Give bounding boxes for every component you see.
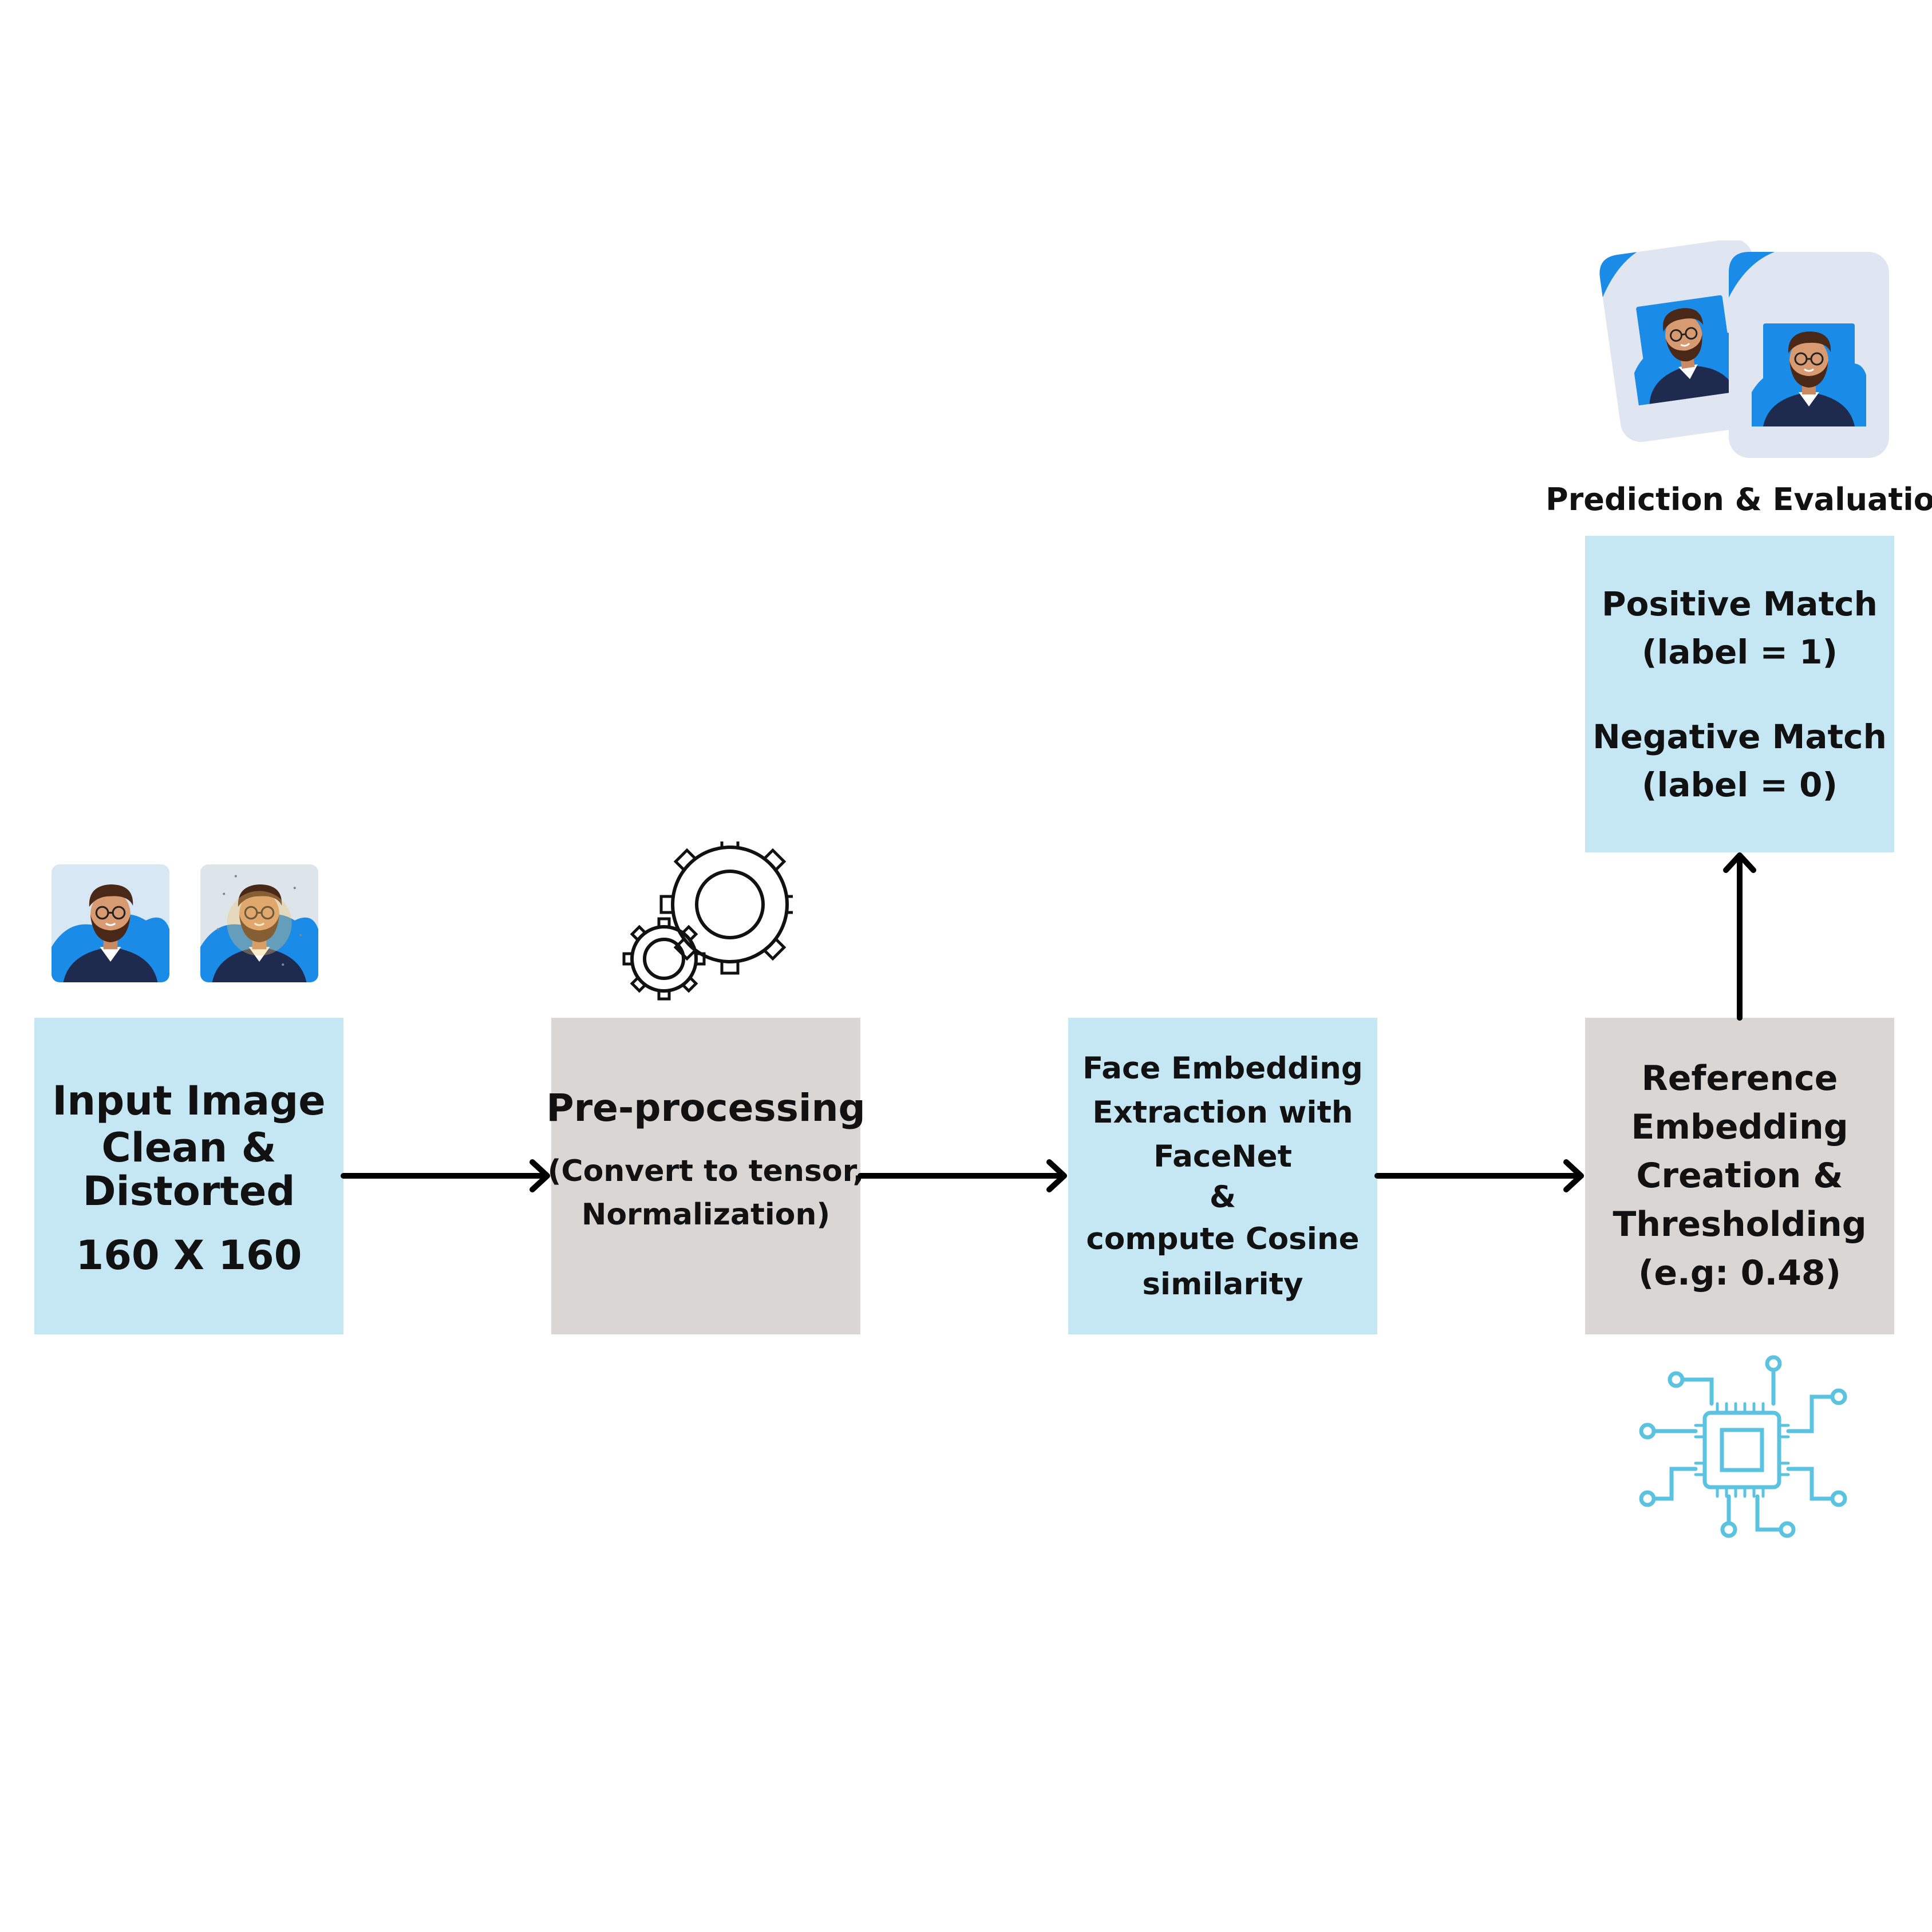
avatar-distorted-icon	[200, 864, 318, 982]
prediction-box: Positive Match (label = 1) Negative Matc…	[1585, 536, 1894, 852]
positive-match-label: Positive Match	[1602, 584, 1878, 623]
input-image-box: Input Image Clean & Distorted 160 X 160	[34, 1018, 343, 1334]
reference-line-5: (e.g: 0.48)	[1638, 1253, 1842, 1293]
arrow-reference-to-prediction	[1723, 852, 1756, 1021]
input-line-3: Distorted	[82, 1167, 295, 1215]
input-line-1: Input Image	[52, 1077, 326, 1124]
preprocessing-title: Pre-processing	[546, 1086, 866, 1130]
prediction-caption: Prediction & Evaluation	[1546, 481, 1932, 517]
preprocessing-box: Pre-processing (Convert to tensor, Norma…	[546, 1018, 866, 1334]
negative-match-value: (label = 0)	[1641, 765, 1838, 804]
embedding-line-5: compute Cosine	[1086, 1221, 1360, 1257]
preprocessing-line-1: (Convert to tensor,	[547, 1154, 864, 1188]
arrow-input-to-preprocess	[341, 1159, 550, 1192]
document-avatar-icon	[1586, 239, 1901, 469]
embedding-line-3: FaceNet	[1153, 1139, 1292, 1174]
input-line-4: 160 X 160	[76, 1231, 302, 1279]
preprocessing-line-2: Normalization)	[581, 1198, 831, 1232]
reference-line-4: Thresholding	[1613, 1204, 1867, 1244]
reference-line-1: Reference	[1641, 1058, 1838, 1099]
face-embedding-box: Face Embedding Extraction with FaceNet &…	[1068, 1018, 1377, 1334]
negative-match-label: Negative Match	[1593, 717, 1887, 756]
positive-match-value: (label = 1)	[1641, 632, 1838, 671]
avatar-clean-icon	[52, 864, 169, 982]
arrow-embedding-to-reference	[1374, 1159, 1584, 1192]
embedding-line-1: Face Embedding	[1082, 1050, 1363, 1086]
reference-line-3: Creation &	[1636, 1156, 1843, 1196]
embedding-line-6: similarity	[1142, 1266, 1303, 1302]
reference-embedding-box: Reference Embedding Creation & Threshold…	[1585, 1018, 1894, 1334]
embedding-line-2: Extraction with	[1092, 1095, 1353, 1130]
embedding-line-4: &	[1209, 1179, 1236, 1215]
arrow-preprocess-to-embedding	[858, 1159, 1067, 1192]
reference-line-2: Embedding	[1631, 1107, 1848, 1147]
chip-circuit-icon	[1637, 1351, 1860, 1546]
gears-icon	[621, 834, 800, 1002]
input-line-2: Clean &	[101, 1124, 276, 1171]
